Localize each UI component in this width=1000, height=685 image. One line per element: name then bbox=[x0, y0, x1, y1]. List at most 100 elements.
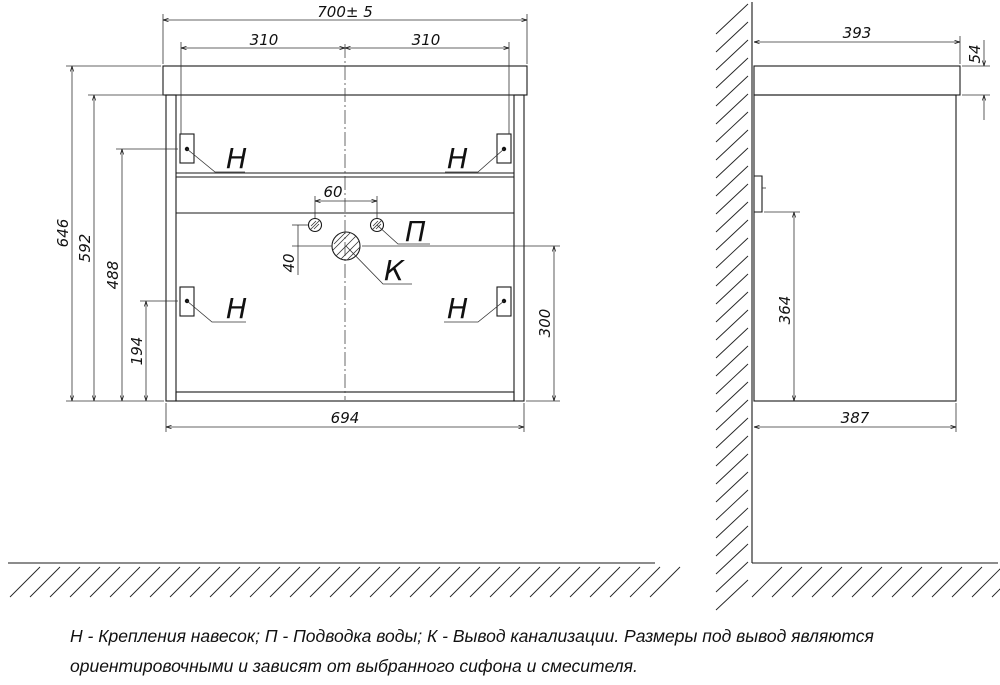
cabinet-body-side bbox=[753, 94, 957, 402]
floor-front bbox=[8, 562, 681, 598]
hatch-line bbox=[715, 219, 749, 251]
hatch-line bbox=[715, 309, 749, 341]
dim-top-thickness: 54 bbox=[966, 44, 984, 63]
hatch-line bbox=[249, 566, 281, 598]
hatch-line bbox=[89, 566, 121, 598]
dim-height-upper-bracket: 488 bbox=[104, 261, 122, 290]
hatch-line bbox=[715, 147, 749, 179]
label-bracket-bottom-left: Н bbox=[226, 292, 247, 325]
hatch-line bbox=[49, 566, 81, 598]
hatch-line bbox=[715, 57, 749, 89]
side-view: 393 54 364 387 bbox=[715, 2, 1000, 611]
hatch-line bbox=[751, 566, 783, 598]
dim-height-lower-bracket: 194 bbox=[128, 337, 146, 366]
hatch-line bbox=[871, 566, 903, 598]
hatch-line bbox=[429, 566, 461, 598]
hatch-line bbox=[715, 255, 749, 287]
hatch-line bbox=[529, 566, 561, 598]
hatch-line bbox=[715, 129, 749, 161]
hatch-line bbox=[149, 566, 181, 598]
hatch-line bbox=[369, 566, 401, 598]
hatch-line bbox=[269, 566, 301, 598]
hatch-line bbox=[715, 111, 749, 143]
hatch-line bbox=[715, 75, 749, 107]
hatch-line bbox=[389, 566, 421, 598]
hatch-line bbox=[715, 273, 749, 305]
hatch-line bbox=[549, 566, 581, 598]
hatch-line bbox=[589, 566, 621, 598]
hatch-line bbox=[771, 566, 803, 598]
label-water-inlet: П bbox=[405, 215, 426, 248]
hatch-line bbox=[911, 566, 943, 598]
hatch-line bbox=[715, 291, 749, 323]
dim-top-depth: 393 bbox=[843, 24, 872, 42]
hatch-line bbox=[715, 237, 749, 269]
hatch-line bbox=[629, 566, 661, 598]
hatch-line bbox=[715, 471, 749, 503]
hatch-line bbox=[951, 566, 983, 598]
hatch-line bbox=[469, 566, 501, 598]
hatch-line bbox=[9, 566, 41, 598]
hatch-line bbox=[891, 566, 923, 598]
hatch-line bbox=[715, 399, 749, 431]
hatch-line bbox=[715, 3, 749, 35]
label-drain: К bbox=[384, 254, 405, 287]
hatch-line bbox=[649, 566, 681, 598]
hatch-line bbox=[209, 566, 241, 598]
hatch-line bbox=[715, 327, 749, 359]
dim-right-offset: 310 bbox=[412, 31, 441, 49]
hatch-line bbox=[811, 566, 843, 598]
hatch-line bbox=[169, 566, 201, 598]
hatch-line bbox=[931, 566, 963, 598]
legend-note-line-2: ориентировочными и зависят от выбранного… bbox=[70, 656, 638, 676]
hatch-line bbox=[569, 566, 601, 598]
dim-overall-width: 700± 5 bbox=[317, 3, 373, 21]
hatch-line bbox=[715, 21, 749, 53]
hatch-line bbox=[991, 588, 1000, 598]
dim-bottom-depth: 387 bbox=[841, 409, 870, 427]
dim-body-height: 364 bbox=[776, 296, 794, 325]
dim-inlet-spacing: 60 bbox=[323, 183, 342, 201]
hatch-line bbox=[409, 566, 441, 598]
hatch-line bbox=[715, 93, 749, 125]
hatch-line bbox=[329, 566, 361, 598]
hatch-line bbox=[971, 568, 1000, 598]
hatch-line bbox=[715, 417, 749, 449]
front-view: Н Н Н Н П К bbox=[54, 3, 560, 432]
hatch-line bbox=[851, 566, 883, 598]
hatch-line bbox=[109, 566, 141, 598]
hatch-line bbox=[715, 363, 749, 395]
hatch-line bbox=[489, 566, 521, 598]
hatch-line bbox=[715, 579, 749, 611]
hatch-line bbox=[715, 381, 749, 413]
hatch-line bbox=[715, 435, 749, 467]
bracket-top-left bbox=[179, 133, 195, 164]
hatch-line bbox=[509, 566, 541, 598]
hatch-line bbox=[831, 566, 863, 598]
hatch-line bbox=[29, 566, 61, 598]
hatch-line bbox=[715, 201, 749, 233]
water-inlet-left bbox=[307, 217, 323, 233]
hatch-line bbox=[715, 345, 749, 377]
legend-note-line-1: Н - Крепления навесок; П - Подводка воды… bbox=[70, 626, 874, 646]
left-side-panel bbox=[165, 94, 177, 402]
dim-body-width: 694 bbox=[331, 409, 360, 427]
dim-height-total: 646 bbox=[54, 219, 72, 248]
dim-left-offset: 310 bbox=[250, 31, 279, 49]
label-bracket-bottom-right: Н bbox=[447, 292, 468, 325]
dim-height-body: 592 bbox=[76, 234, 94, 263]
hatch-line bbox=[715, 183, 749, 215]
dim-drain-height: 300 bbox=[536, 309, 554, 338]
hatch-line bbox=[715, 489, 749, 521]
right-side-panel bbox=[513, 94, 525, 402]
hatch-line bbox=[229, 566, 261, 598]
hatch-line bbox=[791, 566, 823, 598]
hatch-line bbox=[309, 566, 341, 598]
label-bracket-top-right: Н bbox=[447, 142, 468, 175]
bracket-top-right bbox=[496, 133, 512, 164]
hatch-line bbox=[715, 165, 749, 197]
label-bracket-top-left: Н bbox=[226, 142, 247, 175]
hatch-line bbox=[609, 566, 641, 598]
hatch-line bbox=[715, 453, 749, 485]
